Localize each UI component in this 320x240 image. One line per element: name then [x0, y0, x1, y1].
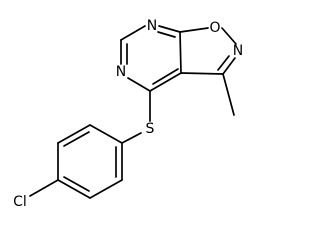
- bond-sulfur-to-phenyl: [121, 132, 142, 144]
- bond-phenyl-to-chlorine: [29, 179, 59, 197]
- bond-n-left-to-c-bottom: [127, 77, 151, 92]
- bond-c-methyl-to-c-fused-bottom: [180, 72, 224, 75]
- bond-n-top-to-c-top-left: [120, 25, 146, 41]
- bond-phenyl-2-double: [63, 131, 90, 147]
- bond-methyl: [222, 73, 235, 116]
- atom-o-ring: O: [209, 20, 220, 36]
- bond-c-bottom-to-c-fused-bottom: [149, 72, 182, 92]
- bond-c-ring-top-to-n-top: [158, 25, 181, 33]
- bond-c-fused-top-to-o-ring: [179, 27, 209, 33]
- bond-o-ring-to-n-isoxazole: [221, 27, 237, 45]
- bond-phenyl-2: [57, 124, 91, 144]
- atom-sulfur: S: [146, 121, 155, 137]
- atom-n-isoxazole: N: [233, 43, 243, 59]
- atom-n-top: N: [147, 18, 157, 34]
- bond-phenyl-4: [57, 179, 91, 199]
- bond-c-fused-top-to-n-top-double: [157, 31, 176, 38]
- chemical-structure-diagram: N O N N S Cl: [13, 18, 243, 210]
- bond-n-isoxazole-to-c-methyl: [222, 57, 236, 75]
- bond-phenyl-5: [89, 179, 123, 199]
- bond-phenyl-1: [89, 124, 123, 144]
- bond-phenyl-4-double: [63, 176, 90, 192]
- bond-c-bottom-to-c-fused-bottom-double: [152, 68, 179, 85]
- bond-n-isoxazole-to-c-methyl-double: [217, 55, 230, 71]
- atom-n-left: N: [116, 64, 126, 80]
- bond-c-fused-bottom-to-c-fused-top: [179, 31, 182, 74]
- atom-chlorine: Cl: [13, 194, 27, 210]
- atom-labels: N O N N S Cl: [13, 18, 243, 210]
- bonds: [29, 25, 237, 199]
